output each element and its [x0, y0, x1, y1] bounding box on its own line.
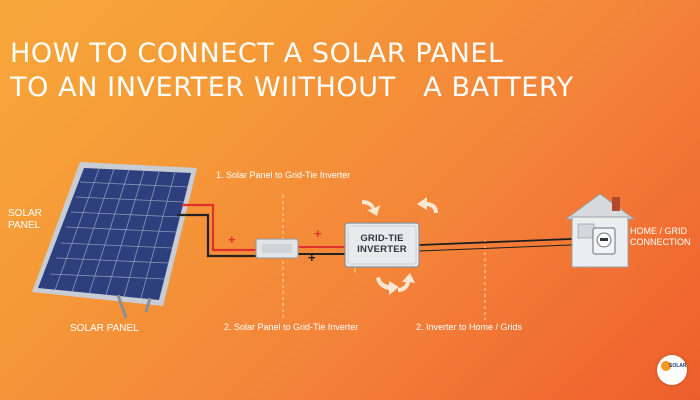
plus-sign-black: +: [308, 250, 316, 265]
home-grid-label: HOME / GRID CONNECTION: [630, 226, 691, 247]
plus-sign-middle: +: [314, 226, 322, 241]
curved-arrow-icon: [362, 197, 438, 295]
electric-meter-icon: [592, 227, 616, 255]
inverter-label: GRID-TIE INVERTER: [357, 233, 407, 255]
solar-panel-icon: [32, 162, 197, 319]
step-2-label: 2. Solar Panel to Grid-Tie Inverter: [224, 322, 359, 332]
brand-logo: SOLAR: [657, 355, 687, 385]
step-1-label: 1. Solar Panel to Grid-Tie Inverter: [216, 170, 351, 180]
solar-panel-side-label: SOLAR PANEL: [8, 208, 42, 231]
ac-wire: [418, 237, 597, 252]
title-line-1: HOW TO CONNECT A SOLAR PANEL: [10, 38, 504, 69]
logo-text: SOLAR: [669, 363, 687, 369]
junction-box-icon: [255, 238, 299, 259]
dc-wires: [176, 203, 356, 273]
sun-icon: [661, 361, 671, 371]
step-3-label: 2. Inverter to Home / Grids: [416, 322, 523, 332]
solar-panel-bottom-label: SOLAR PANEL: [70, 323, 139, 334]
title-line-2: TO AN INVERTER WIITHOUT A BATTERY: [10, 72, 574, 103]
inverter-box-icon: [344, 222, 420, 268]
plus-sign-left: +: [228, 232, 236, 247]
